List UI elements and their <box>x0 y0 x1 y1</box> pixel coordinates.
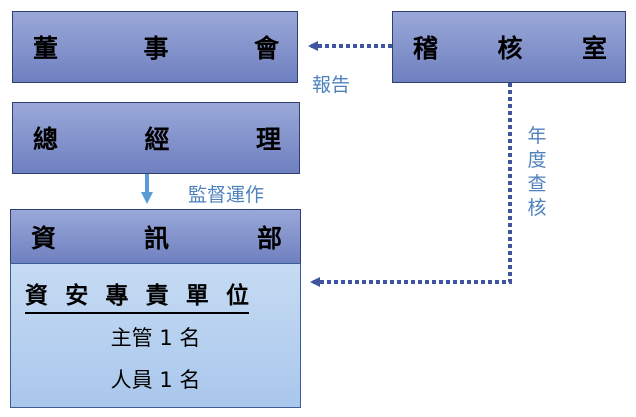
security-unit-staff: 人員 1 名 <box>110 368 201 392</box>
sec-title-char-3: 專 <box>105 283 129 309</box>
it-department-box: 資 訊 部 <box>10 209 301 264</box>
gm-char-2: 經 <box>144 125 170 154</box>
security-unit-box: 資 安 專 責 單 位 主管 1 名 人員 1 名 <box>10 263 301 408</box>
general-manager-box: 總 經 理 <box>12 102 300 174</box>
audit-office-box: 稽 核 室 <box>392 11 626 83</box>
it-char-2: 訊 <box>143 223 169 253</box>
board-char-3: 會 <box>253 34 279 63</box>
annual-audit-char-2: 度 <box>527 149 547 171</box>
annual-audit-arrow <box>310 83 512 287</box>
annual-audit-char-1: 年 <box>527 125 547 147</box>
audit-char-2: 核 <box>497 34 523 63</box>
security-unit-supervisor: 主管 1 名 <box>110 326 201 350</box>
annual-audit-char-4: 核 <box>527 197 547 219</box>
board-char-1: 董 <box>33 34 59 63</box>
it-char-3: 部 <box>256 223 282 253</box>
board-label: 董 事 會 <box>13 29 297 65</box>
sec-title-char-6: 位 <box>225 283 249 309</box>
security-unit-title: 資 安 專 責 單 位 <box>25 276 249 314</box>
annual-audit-char-3: 查 <box>527 173 547 195</box>
audit-char-1: 稽 <box>413 34 439 63</box>
audit-char-3: 室 <box>581 34 607 63</box>
sec-title-char-2: 安 <box>65 283 89 309</box>
audit-office-label: 稽 核 室 <box>393 29 625 65</box>
sec-title-char-5: 單 <box>185 283 209 309</box>
board-box: 董 事 會 <box>12 11 298 83</box>
general-manager-label: 總 經 理 <box>13 120 299 156</box>
gm-char-3: 理 <box>255 125 281 154</box>
gm-char-1: 總 <box>33 125 59 154</box>
supervise-label: 監督運作 <box>188 184 265 206</box>
board-char-2: 事 <box>143 34 169 63</box>
it-char-1: 資 <box>31 223 57 253</box>
sec-title-char-1: 資 <box>25 283 48 309</box>
report-label: 報告 <box>312 74 351 96</box>
sec-title-char-4: 責 <box>145 283 169 309</box>
annual-audit-label: 年 度 查 核 <box>525 124 549 220</box>
it-department-label: 資 訊 部 <box>11 219 300 255</box>
